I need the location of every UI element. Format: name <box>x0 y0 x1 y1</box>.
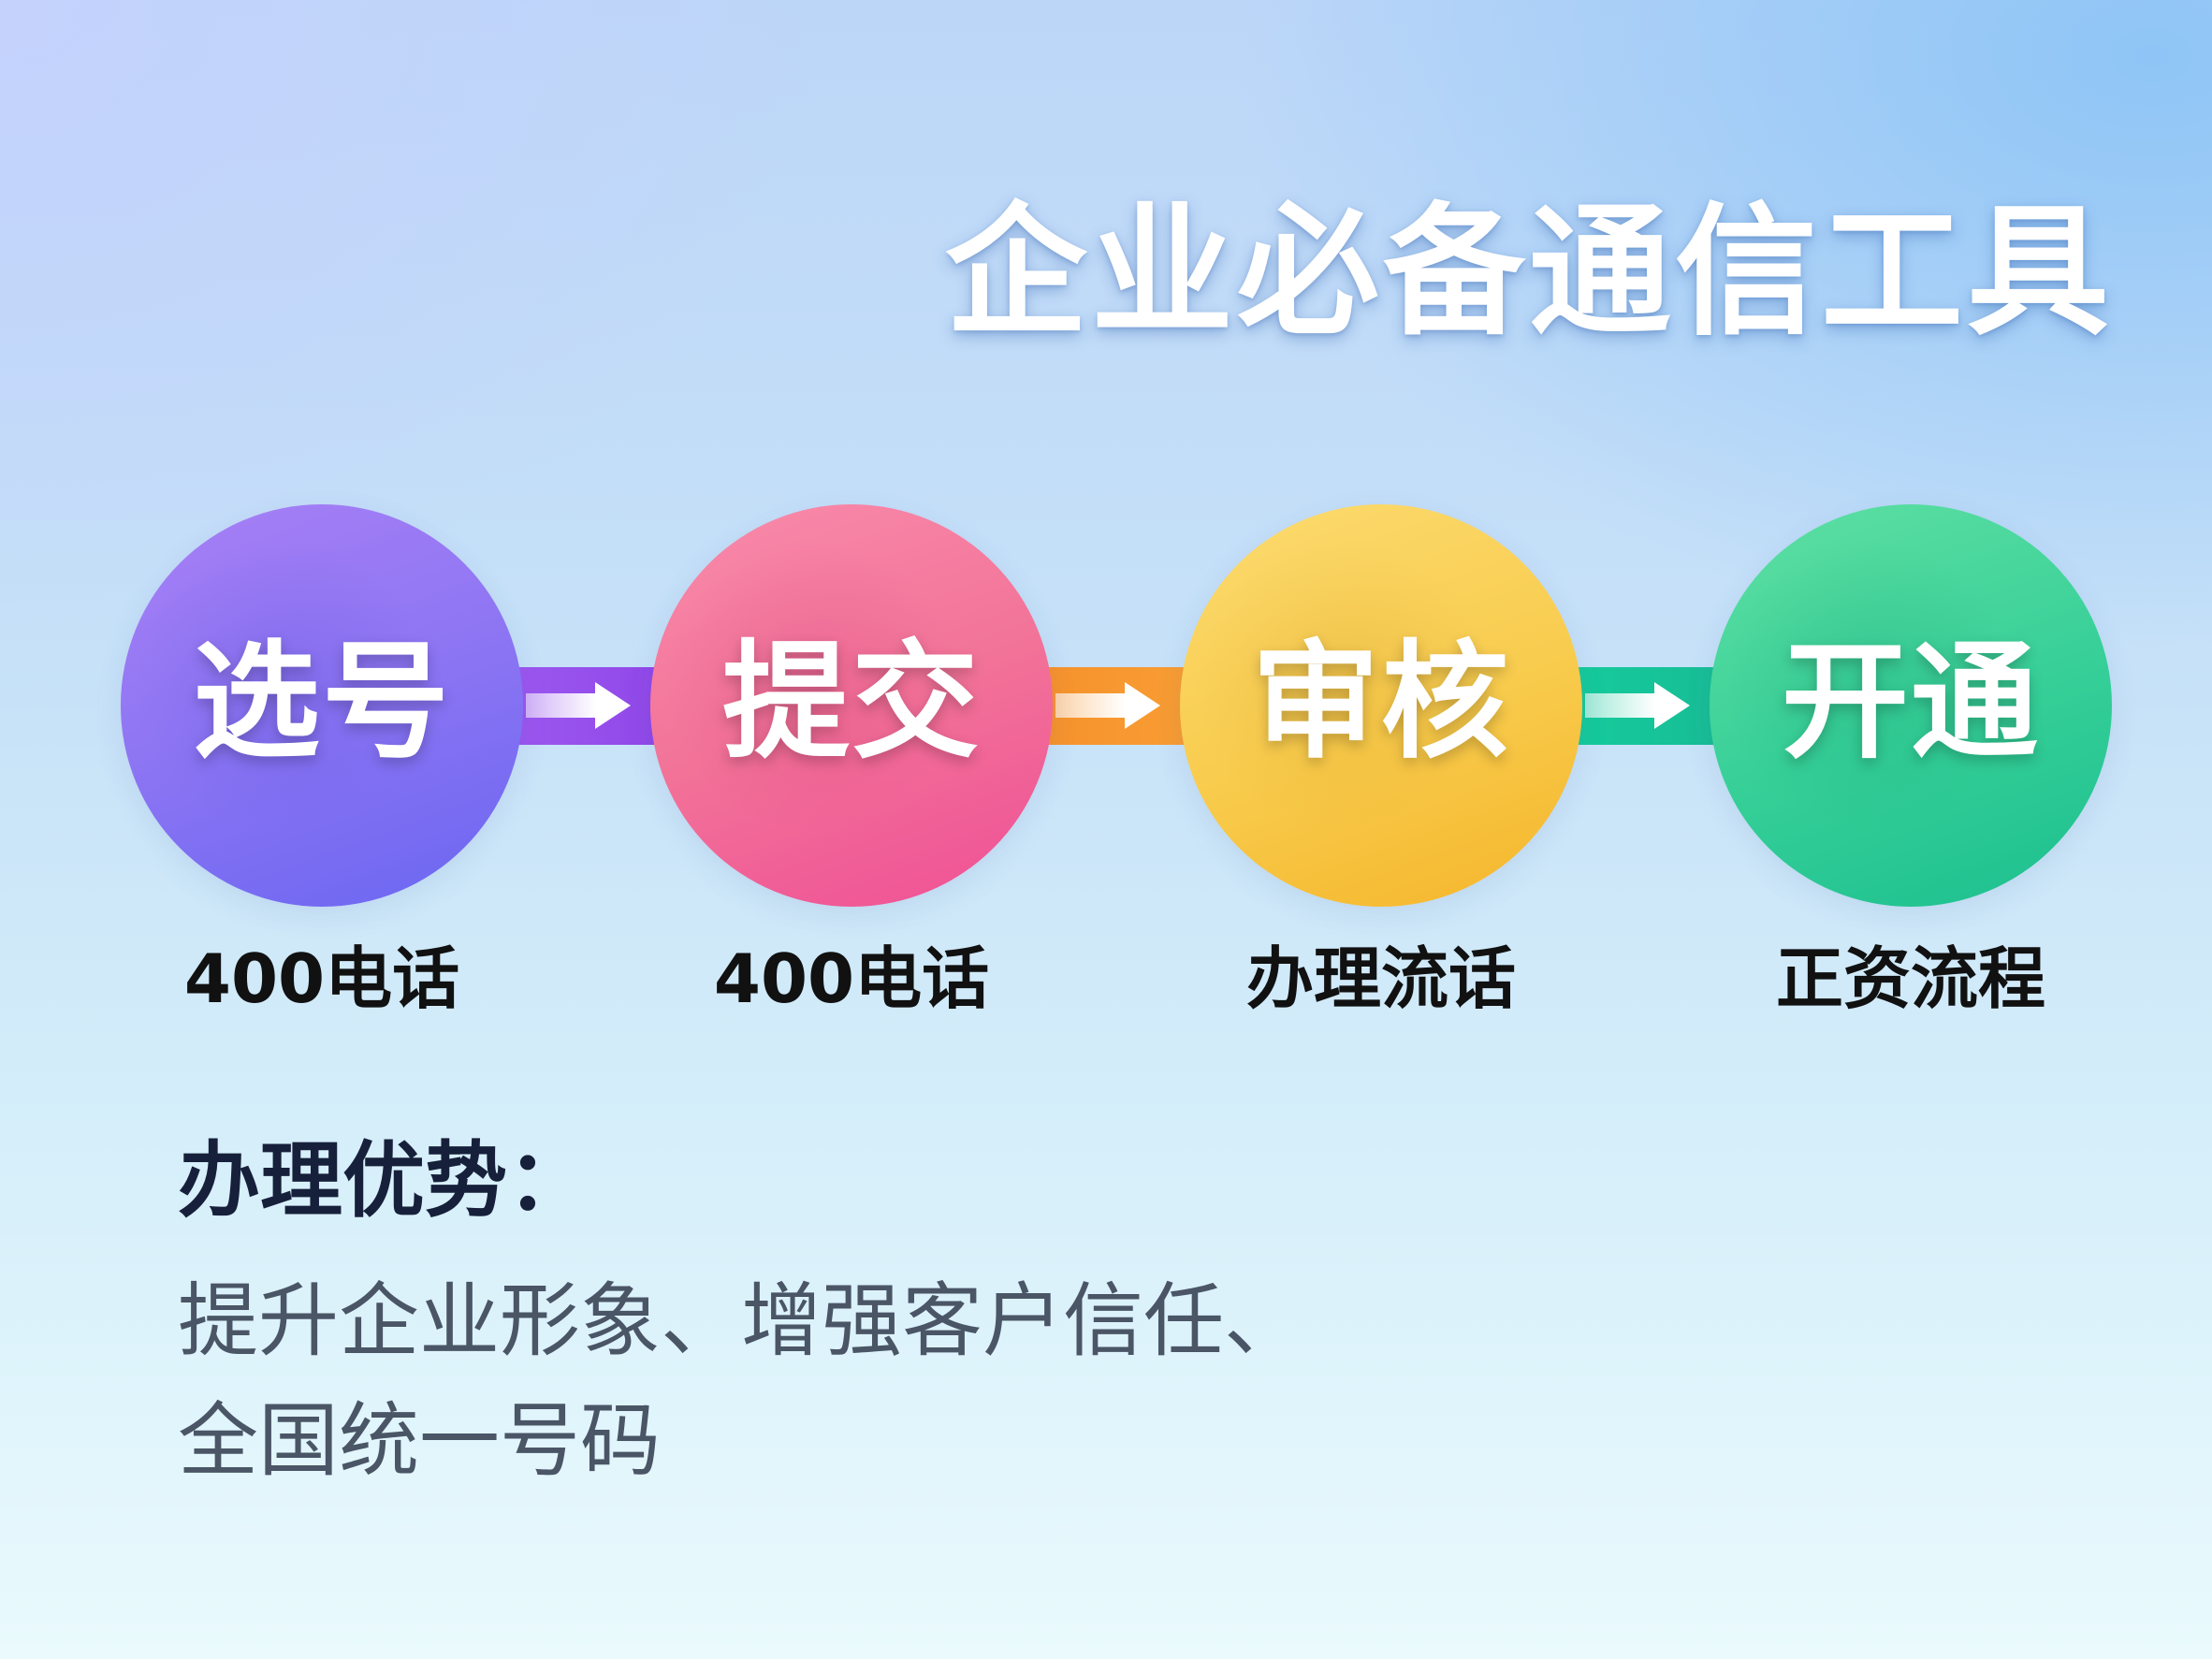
step-label: 审核 <box>1252 629 1510 777</box>
advantages-heading: 办理优势： <box>178 1132 590 1229</box>
arrow-shaft <box>1585 693 1655 718</box>
step-review: 审核 <box>1180 504 1582 907</box>
arrow-right-icon <box>1125 682 1160 729</box>
connector-2 <box>1046 667 1186 745</box>
arrow-shaft <box>526 693 596 718</box>
step-label: 选号 <box>193 629 451 777</box>
step-label: 开通 <box>1782 629 2040 777</box>
step-sub-label: 正资流程 <box>1775 939 2045 1018</box>
connector-1 <box>517 667 657 745</box>
arrow-shaft <box>1055 693 1126 718</box>
step-sub-label: 400电话 <box>713 939 990 1018</box>
page-title: 企业必备通信工具 <box>945 189 2113 355</box>
step-sub-label: 办理流话 <box>1245 939 1516 1018</box>
step-sub-label: 400电话 <box>183 939 460 1018</box>
step-submit: 提交 <box>650 504 1053 907</box>
step-label: 提交 <box>722 629 981 777</box>
arrow-right-icon <box>1654 682 1690 729</box>
advantages-line: 全国统一号码 <box>178 1394 661 1488</box>
step-activate: 开通 <box>1710 504 2112 907</box>
advantages-line: 提升企业形象、增强客户信任、 <box>178 1274 1304 1368</box>
step-select-number: 选号 <box>121 504 523 907</box>
connector-3 <box>1576 667 1716 745</box>
arrow-right-icon <box>595 682 631 729</box>
advantages-body: 提升企业形象、增强客户信任、 全国统一号码 <box>178 1261 1304 1501</box>
